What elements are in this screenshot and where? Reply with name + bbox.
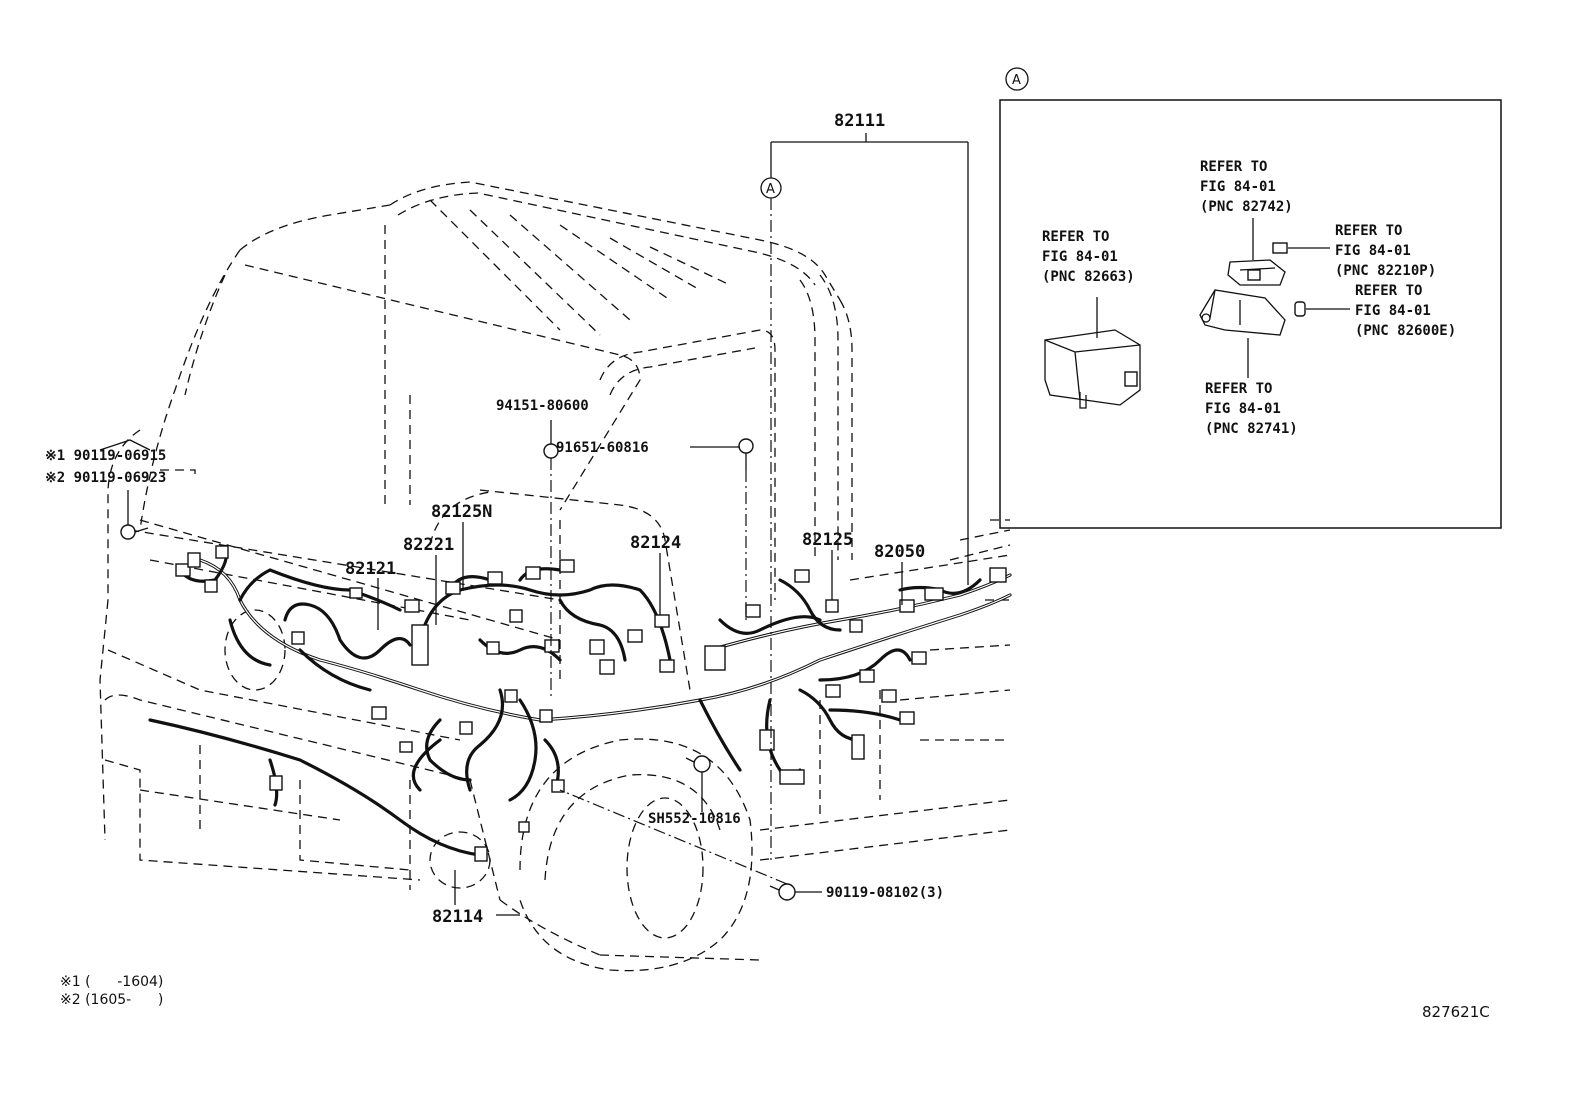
clip-82210p-icon [1272,242,1288,254]
inset-frame [999,99,1502,529]
svg-text:REFER TO: REFER TO [1355,283,1422,299]
svg-text:FIG 84-01: FIG 84-01 [1355,303,1431,319]
svg-text:FIG 84-01: FIG 84-01 [1205,401,1281,417]
callout-82125: 82125 [802,530,853,550]
svg-text:FIG 84-01: FIG 84-01 [1042,249,1118,265]
harness-marker-a: A [760,177,782,199]
svg-text:FIG 84-01: FIG 84-01 [1335,243,1411,259]
callout-94151-80600: 94151-80600 [496,398,589,414]
callout-82111: 82111 [834,111,885,131]
callout-90119-08102: 90119-08102(3) [826,885,944,901]
screw-left-icon [120,524,149,540]
callout-91651-60816: 91651-60816 [556,440,649,456]
callout-82114: 82114 [432,907,483,927]
footnote-2: ※2 (1605- ) [60,992,163,1008]
callout-sh552-10816: SH552-10816 [648,811,741,827]
grommet-82600e-icon [1294,301,1306,317]
harness-connectors [175,545,1007,862]
callout-82124: 82124 [630,533,681,553]
svg-text:REFER TO: REFER TO [1200,159,1267,175]
ref-82600e: REFER TO FIG 84-01 (PNC 82600E) [1355,283,1456,339]
callout-82121: 82121 [345,559,396,579]
svg-text:(PNC 82742): (PNC 82742) [1200,199,1293,215]
bracket-82741-icon [1199,289,1286,336]
callout-82125n: 82125N [431,502,492,522]
callout-82050: 82050 [874,542,925,562]
svg-text:(PNC 82663): (PNC 82663) [1042,269,1135,285]
bracket-82742-icon [1227,259,1286,286]
wiring-harness [148,548,1012,857]
svg-text:FIG 84-01: FIG 84-01 [1200,179,1276,195]
truck-cab-outline [99,181,1011,972]
callout-82221: 82221 [403,535,454,555]
bolt-90119-08102-icon [769,883,796,901]
ref-82663: REFER TO FIG 84-01 (PNC 82663) [1042,229,1135,285]
leader-lines [99,133,969,916]
svg-text:(PNC 82741): (PNC 82741) [1205,421,1298,437]
fasteners [120,438,796,901]
figure-code: 827621C [1422,1003,1490,1021]
svg-text:REFER TO: REFER TO [1042,229,1109,245]
harness-marker-a-label: A [766,182,775,197]
svg-text:(PNC 82600E): (PNC 82600E) [1355,323,1456,339]
callout-90119-06915: ※1 90119-06915 [45,448,166,464]
footnote-1: ※1 ( -1604) [60,974,163,990]
ref-82210p: REFER TO FIG 84-01 (PNC 82210P) [1335,223,1436,279]
inset-a: A REFER TO FIG 84-01 (PNC 82663) REFER T… [999,67,1502,529]
svg-text:REFER TO: REFER TO [1205,381,1272,397]
bolt-91651-icon [738,438,754,470]
ref-82742: REFER TO FIG 84-01 (PNC 82742) [1200,159,1293,215]
part-callouts: 82111 82125N 82221 82124 82121 82125 820… [45,111,944,927]
bolt-sh552-icon [685,755,711,773]
ecu-module-82663-icon [1044,329,1141,409]
footnotes: ※1 ( -1604) ※2 (1605- ) [60,974,163,1008]
svg-text:(PNC 82210P): (PNC 82210P) [1335,263,1436,279]
callout-90119-06923: ※2 90119-06923 [45,470,166,486]
ref-82741: REFER TO FIG 84-01 (PNC 82741) [1205,381,1298,437]
svg-text:REFER TO: REFER TO [1335,223,1402,239]
inset-marker-a-label: A [1012,73,1021,88]
